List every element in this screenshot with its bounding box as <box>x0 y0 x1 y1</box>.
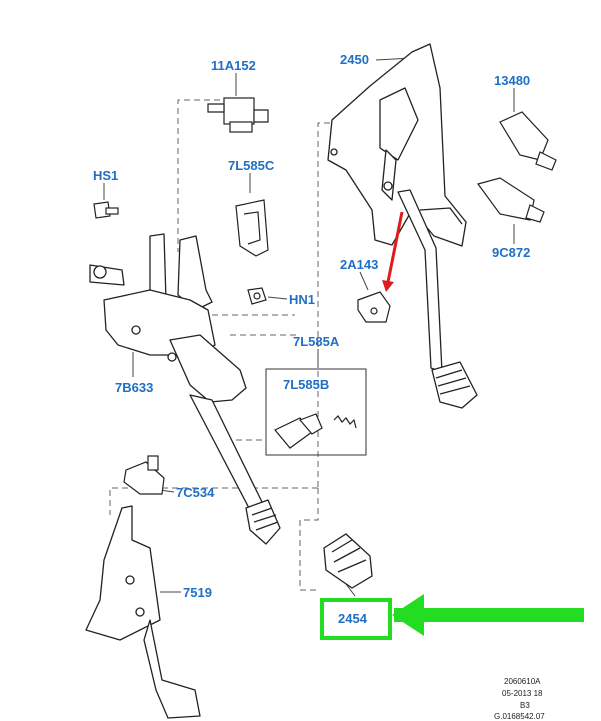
leader-lines <box>103 57 515 597</box>
label-7c534[interactable]: 7C534 <box>176 485 215 500</box>
hs1-bolt <box>93 201 119 219</box>
footer-line-1: 2060610A <box>504 677 541 686</box>
sensor-13480 <box>499 111 557 171</box>
pedal-stop-bracket <box>357 291 391 323</box>
highlight-box <box>320 598 392 640</box>
spring-7l585b <box>274 413 357 449</box>
hn1-nut <box>247 287 267 305</box>
label-2450[interactable]: 2450 <box>340 52 369 67</box>
clutch-pedal-bracket <box>327 43 478 409</box>
label-hn1[interactable]: HN1 <box>289 292 316 307</box>
label-2a143[interactable]: 2A143 <box>340 257 379 272</box>
bracket-7c534 <box>123 455 165 495</box>
label-13480[interactable]: 13480 <box>494 73 531 88</box>
footer-line-4: G.0168542.07 <box>494 712 545 721</box>
spring-kit-box <box>265 368 367 456</box>
label-7l585a[interactable]: 7L585A <box>293 334 340 349</box>
label-7l585b[interactable]: 7L585B <box>283 377 330 392</box>
label-7519[interactable]: 7519 <box>183 585 212 600</box>
footer-line-3: B3 <box>520 701 530 710</box>
green-highlight-arrow <box>392 594 584 636</box>
switch-11a152 <box>207 97 269 133</box>
label-7b633[interactable]: 7B633 <box>115 380 154 395</box>
pedal-box-7519 <box>85 505 201 719</box>
brake-pedal-assembly <box>89 233 281 545</box>
label-11a152[interactable]: 11A152 <box>211 58 256 73</box>
label-9c872[interactable]: 9C872 <box>492 245 531 260</box>
clip-7l585c <box>235 199 269 257</box>
footer-line-2: 05-2013 18 <box>502 689 543 698</box>
sensor-9c872 <box>476 177 545 223</box>
label-7l585c[interactable]: 7L585C <box>228 158 275 173</box>
red-callout-arrow <box>382 211 404 292</box>
label-hs1[interactable]: HS1 <box>93 168 119 183</box>
pedal-pad-2454 <box>323 533 373 589</box>
label-2454[interactable]: 2454 <box>338 611 367 626</box>
